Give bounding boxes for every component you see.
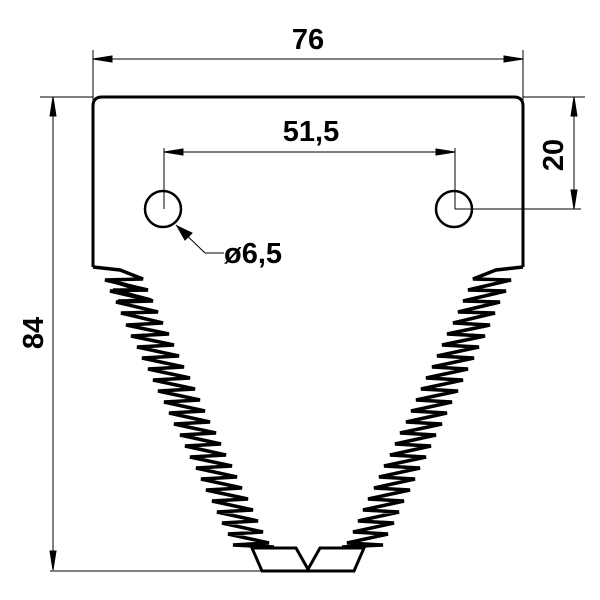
left-serrated-edge	[92, 265, 275, 549]
dimension-overall-height	[49, 96, 262, 572]
hole-offset-label: 20	[538, 139, 570, 171]
arrowhead-top-icon	[49, 96, 57, 117]
blade-body-outline	[91, 95, 525, 267]
hole-diameter-label: ø6,5	[224, 238, 282, 270]
hole-spacing-label: 51,5	[283, 116, 339, 148]
hole-diameter-leader	[175, 224, 224, 254]
right-tip	[304, 546, 367, 573]
right-serrated-edge	[341, 265, 524, 549]
arrowhead-left-icon	[92, 55, 113, 63]
arrowhead-right-icon	[435, 148, 456, 156]
dimension-hole-offset	[455, 96, 581, 210]
mounting-hole-left	[143, 189, 183, 229]
arrowhead-left-icon	[163, 148, 184, 156]
leader-arrowhead-icon	[175, 224, 193, 241]
arrowhead-top-icon	[570, 96, 578, 117]
overall-width-label: 76	[292, 24, 324, 56]
arrowhead-bottom-icon	[570, 189, 578, 210]
left-tip	[249, 546, 312, 573]
overall-height-label: 84	[18, 317, 50, 349]
arrowhead-bottom-icon	[49, 550, 57, 571]
blade-tips	[249, 546, 367, 573]
dimension-overall-width	[92, 50, 524, 100]
arrowhead-right-icon	[503, 55, 524, 63]
dimension-hole-spacing	[163, 148, 456, 209]
